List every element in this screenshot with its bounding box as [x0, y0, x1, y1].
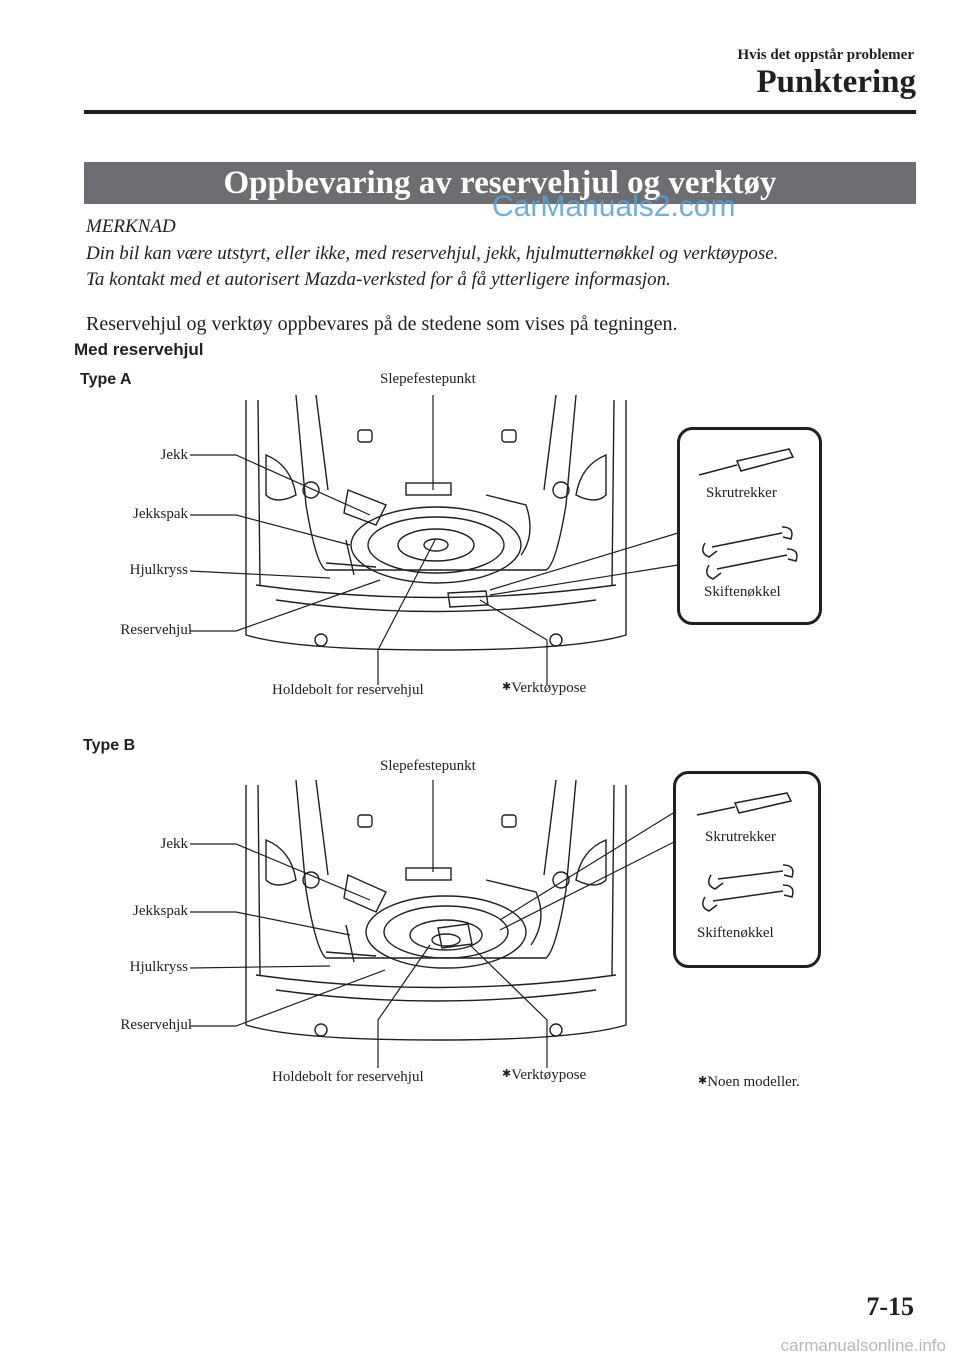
wrench-label-b: Skiftenøkkel	[697, 925, 774, 941]
spare-bolt-label-a: Holdebolt for reservehjul	[272, 682, 424, 698]
spare-bolt-label-b: Holdebolt for reservehjul	[272, 1069, 424, 1085]
watermark: CarManuals2.com	[492, 190, 736, 223]
asterisk-icon: ✱	[502, 1068, 512, 1080]
tow-point-label-a: Slepefestepunkt	[380, 371, 476, 387]
jack-label-b: Jekk	[160, 836, 189, 852]
lug-wrench-label-b: Hjulkryss	[129, 959, 188, 975]
footnote-text: Noen modeller.	[707, 1074, 800, 1090]
jack-label-a: Jekk	[160, 447, 189, 463]
jack-lever-label-a: Jekkspak	[133, 506, 188, 522]
screwdriver-label-b: Skrutrekker	[705, 829, 776, 845]
type-b-label: Type B	[83, 737, 136, 754]
tool-bag-text-a: Verktøypose	[511, 680, 587, 696]
tool-bag-label-b: ✱Verktøypose	[502, 1067, 586, 1084]
section-title: Oppbevaring av reservehjul og verktøy	[84, 162, 916, 204]
chapter-title: Punktering	[756, 64, 916, 100]
footnote: ✱Noen modeller.	[698, 1074, 800, 1091]
footer-site: carmanualsonline.info	[780, 1336, 946, 1355]
page-number: 7-15	[866, 1292, 914, 1321]
note-line-2: Ta kontakt med et autorisert Mazda-verks…	[86, 269, 671, 290]
type-a-label: Type A	[80, 371, 132, 388]
note-line-1: Din bil kan være utstyrt, eller ikke, me…	[86, 243, 779, 264]
chapter-subtitle: Hvis det oppstår problemer	[737, 47, 914, 63]
with-spare-label: Med reservehjul	[74, 340, 204, 359]
leader-lines-a	[189, 395, 679, 685]
tools-box-b	[673, 771, 821, 968]
body-text: Reservehjul og verktøy oppbevares på de …	[86, 313, 678, 335]
jack-lever-label-b: Jekkspak	[133, 903, 188, 919]
asterisk-icon: ✱	[698, 1075, 708, 1087]
tools-box-a	[677, 427, 822, 625]
asterisk-icon: ✱	[502, 681, 512, 693]
screwdriver-label-a: Skrutrekker	[706, 485, 777, 501]
note-label: MERKNAD	[86, 216, 176, 237]
trunk-diagram-a	[245, 395, 627, 651]
spare-wheel-label-a: Reservehjul	[120, 622, 192, 638]
tool-bag-text-b: Verktøypose	[511, 1067, 587, 1083]
leader-lines-b	[189, 780, 679, 1068]
wrench-label-a: Skiftenøkkel	[704, 584, 781, 600]
spare-wheel-label-b: Reservehjul	[120, 1017, 192, 1033]
tow-point-label-b: Slepefestepunkt	[380, 758, 476, 774]
lug-wrench-label-a: Hjulkryss	[129, 562, 188, 578]
header-rule	[84, 110, 916, 114]
tool-bag-label-a: ✱Verktøypose	[502, 680, 586, 697]
